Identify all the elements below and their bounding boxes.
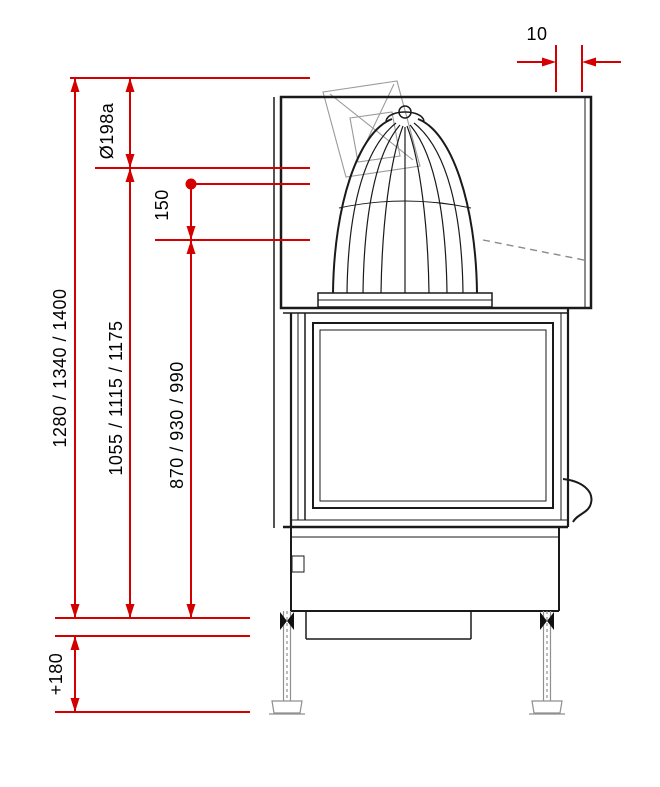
dim-foot-adjustment [70, 636, 80, 712]
label-lower-height: 870 / 930 / 990 [167, 361, 187, 489]
dim-flue-offset [185, 178, 197, 240]
rear-hidden-edge [482, 239, 590, 262]
right-adjustable-foot [529, 611, 565, 715]
dim-upper-height [125, 168, 135, 618]
flue-connector-sketch [322, 80, 421, 178]
label-upper-height: 1055 / 1115 / 1175 [106, 320, 126, 475]
label-overall-height: 1280 / 1340 / 1400 [50, 288, 70, 447]
label-flue-offset: 150 [152, 189, 172, 221]
label-top-gap: 10 [526, 24, 547, 44]
dome-diffuser [317, 105, 493, 308]
label-foot-adjustment: +180 [46, 653, 66, 696]
dim-top-gap [517, 45, 621, 92]
label-flue-diameter: Ø198a [97, 102, 117, 159]
dim-overall-height [70, 78, 80, 618]
dim-flue-diameter [125, 78, 135, 168]
dimension-labels: 10 Ø198a 150 1280 / 1340 / 1400 1055 / 1… [46, 24, 547, 696]
door-handle [562, 478, 593, 523]
ash-lip [305, 611, 472, 640]
dim-lower-height [186, 240, 196, 618]
firebox [283, 308, 593, 529]
left-adjustable-foot [269, 611, 305, 715]
base-unit [290, 527, 560, 640]
